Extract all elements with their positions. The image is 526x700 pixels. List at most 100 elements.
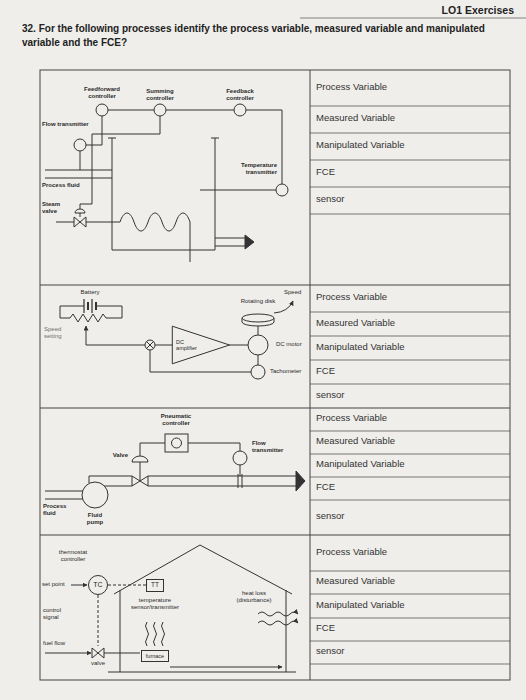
- diagram-label: Tachometer: [270, 368, 306, 375]
- signal-wire: [80, 151, 81, 170]
- controller-symbol: [234, 104, 246, 116]
- flow-arrow: [296, 471, 305, 491]
- signal-wire: [80, 116, 160, 209]
- column-rule: [310, 70, 311, 680]
- signal-wire: [86, 116, 102, 145]
- table-cell: FCE: [316, 482, 506, 493]
- controller-symbol: [154, 104, 166, 116]
- motor-shaft: [258, 355, 259, 365]
- node-text: TC: [93, 581, 102, 589]
- valve-symbol: [74, 217, 86, 227]
- signal-line: [240, 465, 241, 476]
- circuit-wire: [86, 338, 145, 345]
- process-pipe: [89, 476, 296, 486]
- valve-stem: [80, 213, 81, 217]
- diagram-label: Steam valve: [42, 201, 72, 215]
- valve-stem: [140, 462, 141, 481]
- table-cell: Manipulated Variable: [316, 140, 506, 151]
- diagram-label: heat loss (disturbance): [228, 590, 280, 604]
- diagram-label: Process fluid: [43, 503, 73, 517]
- page-header: LO1 Exercises: [400, 4, 514, 16]
- heat-loss-arrow: [258, 621, 298, 625]
- diagram-label: Pneumatic controller: [150, 413, 202, 427]
- diagram-label: Summing controller: [138, 88, 182, 102]
- diagram-label: Feedforward controller: [77, 86, 127, 100]
- pump-symbol: [82, 482, 108, 508]
- fuel-line: [45, 653, 91, 654]
- table-cell: sensor: [316, 390, 506, 401]
- diagram-label: thermostat controller: [48, 549, 98, 563]
- table-cell: Manipulated Variable: [316, 459, 506, 470]
- node-text: DC amplifier: [176, 339, 200, 351]
- table-cell: Manipulated Variable: [316, 600, 506, 611]
- transmitter-symbol: [276, 184, 288, 196]
- feedback-wire: [150, 350, 251, 372]
- diagram-label: Fluid pump: [80, 512, 110, 526]
- inlet-pipe: [45, 491, 83, 499]
- header-rule: [300, 18, 526, 19]
- table-cell: Process Variable: [316, 82, 506, 93]
- table-cell: Measured Variable: [316, 576, 506, 587]
- table-cell: sensor: [316, 511, 506, 522]
- circuit-wire: [229, 345, 248, 346]
- amplifier-triangle: DC amplifier: [172, 326, 230, 364]
- table-cell: Measured Variable: [316, 436, 506, 447]
- house-heating-drawing: [45, 545, 298, 672]
- circuit-wire: [60, 306, 122, 318]
- signal-wire: [246, 110, 282, 184]
- cell-rule: [310, 312, 510, 384]
- question-text: 32. For the following processes identify…: [22, 22, 512, 49]
- diagram-label: Temperature transmitter: [225, 162, 277, 176]
- diagram-label: temperature sensor/transmitter: [122, 597, 188, 611]
- speed-control-drawing: [60, 299, 293, 379]
- controller-circle: TC: [88, 575, 108, 595]
- node-text-group: TC: [93, 581, 102, 589]
- temperature-probe: [200, 190, 276, 191]
- node-text-group: TT: [151, 581, 159, 588]
- outlet-pipe: [215, 238, 245, 246]
- valve-symbol: [132, 476, 148, 486]
- diagram-label: Flow transmitter: [252, 440, 296, 454]
- flow-arrow: [245, 235, 254, 249]
- diagram-label: Speed setting: [44, 326, 76, 340]
- cell-rule: [310, 431, 510, 500]
- summing-junction: [147, 342, 154, 349]
- node-text-group: furnace: [146, 653, 164, 659]
- diagram-label: Process fluid: [42, 182, 102, 189]
- diagram-label: Speed: [284, 289, 308, 296]
- controller-symbol: [96, 104, 108, 116]
- cell-rule: [310, 106, 510, 214]
- node-text: furnace: [146, 653, 164, 659]
- diagram-label: Valve: [104, 452, 128, 459]
- wiper-arrow: [86, 326, 87, 338]
- heat-waves: [146, 622, 165, 646]
- table-cell: sensor: [316, 646, 506, 657]
- transmitter-symbol: [74, 139, 86, 151]
- tank-outline: [108, 138, 219, 250]
- fuel-pipe: [104, 653, 140, 654]
- triangle-outline: [172, 326, 230, 364]
- cell-rule: [310, 571, 510, 664]
- setpoint-arrow: [71, 585, 87, 586]
- table-cell: Measured Variable: [316, 113, 506, 124]
- heat-exchanger-drawing: [45, 104, 288, 262]
- signal-line: [108, 585, 146, 586]
- table-cell: Process Variable: [316, 547, 506, 558]
- table-cell: FCE: [316, 167, 506, 178]
- table-cell: Process Variable: [316, 292, 506, 303]
- heat-loss-arrow: [258, 612, 298, 616]
- air-duct: [170, 667, 282, 668]
- valve-actuator: [132, 456, 148, 462]
- house-wall: [120, 590, 286, 672]
- node-text-group: DC amplifier: [176, 339, 200, 351]
- process-pipe: [45, 170, 112, 178]
- valve-symbol: [92, 648, 104, 658]
- node-text: TT: [151, 581, 159, 588]
- battery-symbol: [88, 302, 96, 310]
- control-signal-line: [98, 595, 99, 646]
- tachometer-symbol: [251, 365, 265, 379]
- table-cell: Manipulated Variable: [316, 342, 506, 353]
